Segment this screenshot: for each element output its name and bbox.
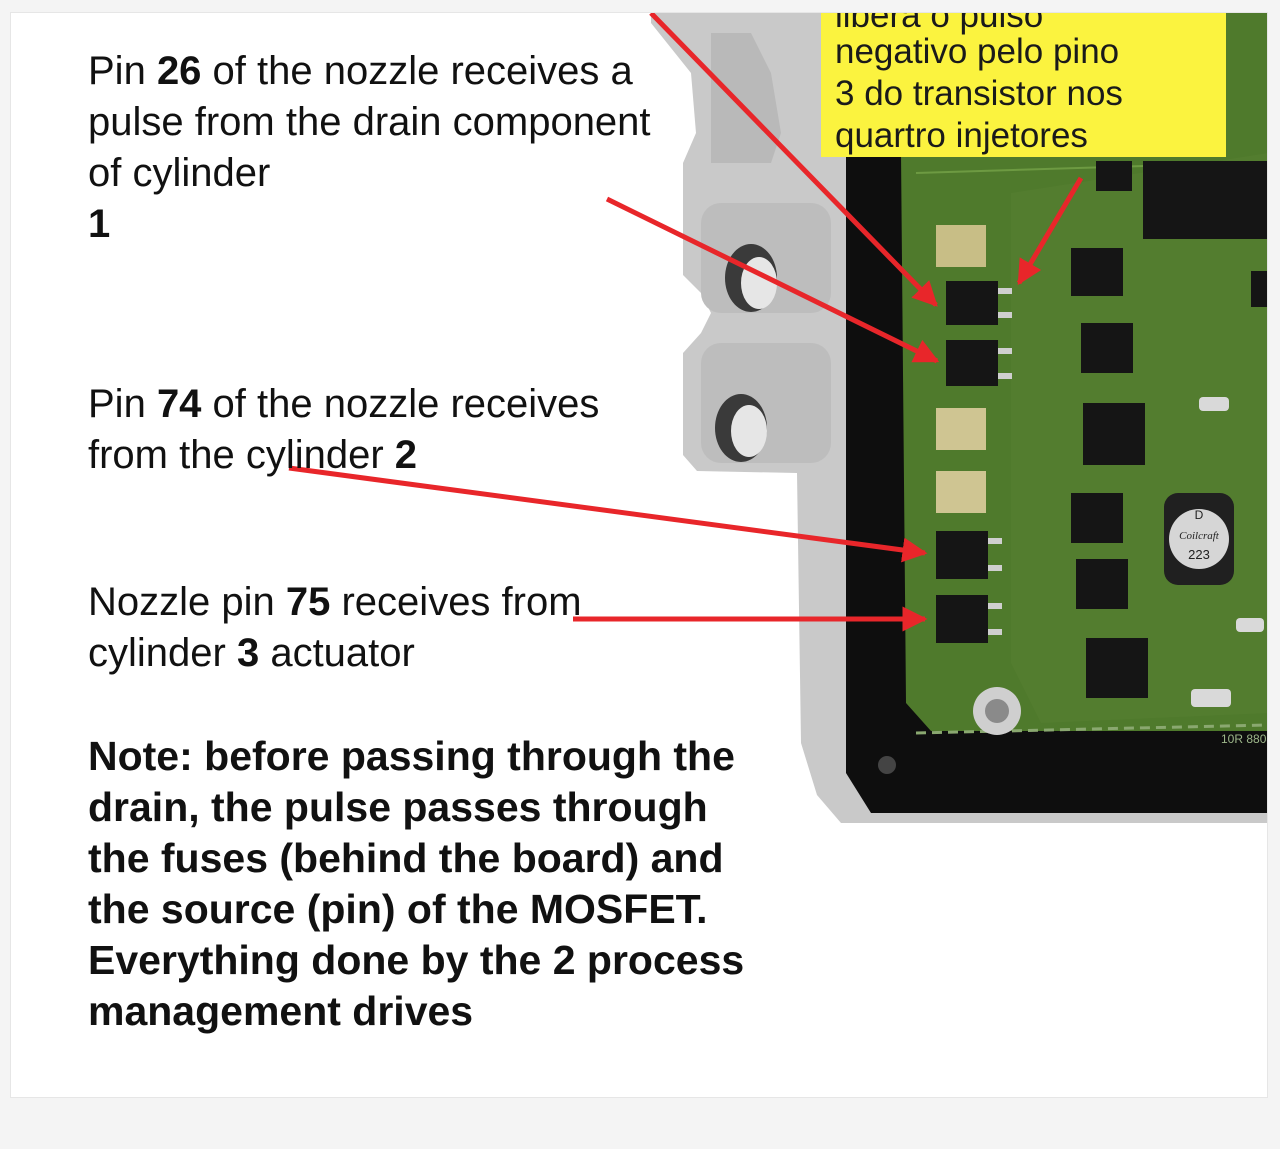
label-text: actuator xyxy=(259,631,415,675)
transistor xyxy=(1071,248,1123,296)
mosfet-cylinder-3 xyxy=(936,595,988,643)
callout-line: negativo pelo pino xyxy=(835,32,1120,71)
inductor-value: 223 xyxy=(1188,547,1210,562)
callout-line: quartro injetores xyxy=(835,116,1088,155)
coilcraft-inductor: D Coilcraft 223 xyxy=(1164,493,1234,585)
cylinder-number: 1 xyxy=(88,202,111,246)
small-component xyxy=(1096,161,1132,191)
ic-chip xyxy=(1083,403,1145,465)
fuse-pad xyxy=(936,471,986,513)
small-component xyxy=(1251,271,1267,307)
portuguese-callout: libera o pulso negativo pelo pino 3 do t… xyxy=(821,13,1226,157)
label-pin-75: Nozzle pin 75 receives from cylinder 3 a… xyxy=(88,577,678,679)
ic-chip xyxy=(1086,638,1148,698)
capacitor xyxy=(1199,397,1229,411)
arrows xyxy=(288,13,1084,632)
label-text: Pin xyxy=(88,382,157,426)
fuse-pad xyxy=(936,225,986,267)
pin-number: 75 xyxy=(285,580,331,624)
label-text: Pin xyxy=(88,49,157,93)
transistor xyxy=(1081,323,1133,373)
label-pin-74: Pin 74 of the nozzle receives from the c… xyxy=(88,379,688,481)
mosfet-cylinder-1 xyxy=(946,340,998,386)
callout-clipped-line: libera o pulso xyxy=(835,13,1044,35)
cylinder-number: 3 xyxy=(236,631,260,675)
transistor xyxy=(1076,559,1128,609)
label-text: Nozzle pin xyxy=(88,580,286,624)
arrow-callout-to-pin3 xyxy=(1016,176,1084,286)
mosfet-cylinder-4 xyxy=(946,281,998,325)
arrow-cylinder-2 xyxy=(288,465,928,563)
pin-number: 74 xyxy=(156,382,202,426)
injector-mosfets xyxy=(936,281,1012,643)
label-pin-26: Pin 26 of the nozzle receives a pulse fr… xyxy=(88,46,678,250)
board-components xyxy=(1071,161,1267,698)
housing-screw xyxy=(878,756,896,774)
arrow-cylinder-1 xyxy=(605,196,940,364)
fuse-pad xyxy=(936,408,986,450)
arrow-callout-to-mosfet xyxy=(649,13,938,307)
diagram-card: D Coilcraft 223 10R 8808892 libera o pul… xyxy=(10,12,1268,1098)
capacitor xyxy=(1236,618,1264,632)
transistor xyxy=(1071,493,1123,543)
ecu-board-photo: D Coilcraft 223 10R 8808892 xyxy=(288,13,1268,823)
inductor-brand: Coilcraft xyxy=(1179,530,1220,542)
label-text: receives from cylinder xyxy=(88,580,582,675)
label-text: of the nozzle receives from the cylinder xyxy=(88,382,600,477)
ic-chip xyxy=(1143,161,1267,239)
label-text: of the nozzle receives a pulse from the … xyxy=(88,49,651,195)
pin-number: 26 xyxy=(156,49,202,93)
callout-line: 3 do transistor nos xyxy=(835,74,1123,113)
mosfet-cylinder-2 xyxy=(936,531,988,579)
cylinder-number: 2 xyxy=(394,433,418,477)
board-screw xyxy=(973,687,1021,735)
board-edge-code: 10R 8808892 xyxy=(1221,732,1268,746)
inductor-top-mark: D xyxy=(1195,508,1204,522)
note-paragraph: Note: before passing through the drain, … xyxy=(88,733,745,1034)
capacitor xyxy=(1191,689,1231,707)
